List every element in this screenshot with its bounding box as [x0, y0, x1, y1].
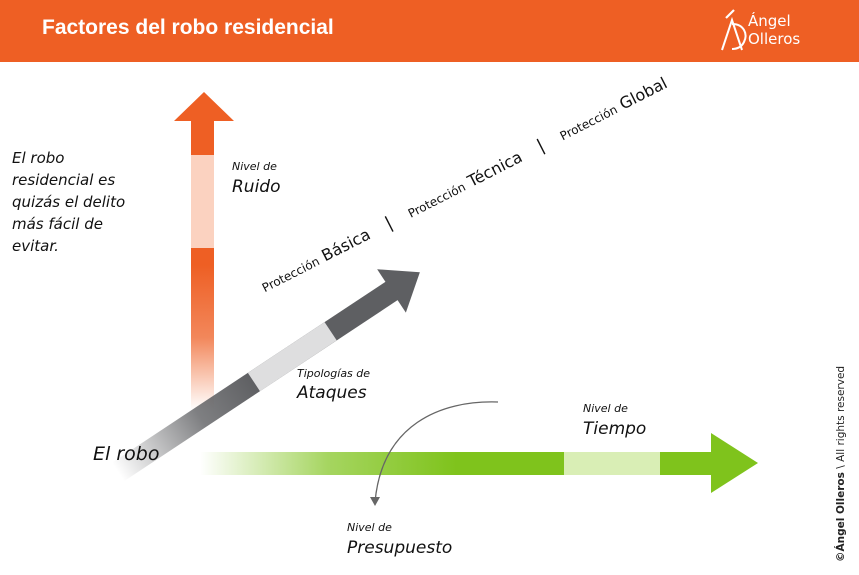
ruido-label-small: Nivel de — [232, 160, 277, 173]
intro-text: El robo residencial es quizás el delito … — [12, 149, 126, 255]
tiempo-label: Tiempo — [583, 419, 647, 439]
protection-separator: | — [533, 135, 548, 157]
protection-separator: | — [381, 213, 397, 234]
logo-mark-icon — [721, 9, 747, 51]
copyright-rights: All rights reserved — [835, 365, 847, 462]
copyright-owner: ©Ángel Olleros — [835, 472, 847, 562]
logo-text-first: Ángel — [748, 12, 791, 30]
robo-label: El robo — [93, 443, 160, 465]
logo-text-last: Olleros — [748, 30, 801, 48]
tiempo-label-small: Nivel de — [583, 402, 628, 415]
ruido-label: Ruido — [232, 177, 281, 197]
tiempo-arrow — [200, 433, 758, 493]
ataques-label: Ataques — [297, 383, 367, 403]
header-bar: Factores del robo residencial Ángel Olle… — [0, 0, 859, 62]
page-title: Factores del robo residencial — [42, 16, 334, 39]
presupuesto-curve-arrow — [370, 401, 499, 506]
copyright-divider: \ — [835, 461, 847, 469]
copyright-notice: ©Ángel Olleros \ All rights reserved — [835, 366, 847, 562]
presupuesto-label: Presupuesto — [347, 538, 453, 558]
ruido-arrow — [174, 92, 234, 410]
presupuesto-label-small: Nivel de — [347, 521, 392, 534]
ataques-arrow — [111, 269, 420, 482]
ataques-label-small: Tipologías de — [297, 367, 371, 380]
brand-logo: Ángel Olleros — [716, 6, 826, 56]
